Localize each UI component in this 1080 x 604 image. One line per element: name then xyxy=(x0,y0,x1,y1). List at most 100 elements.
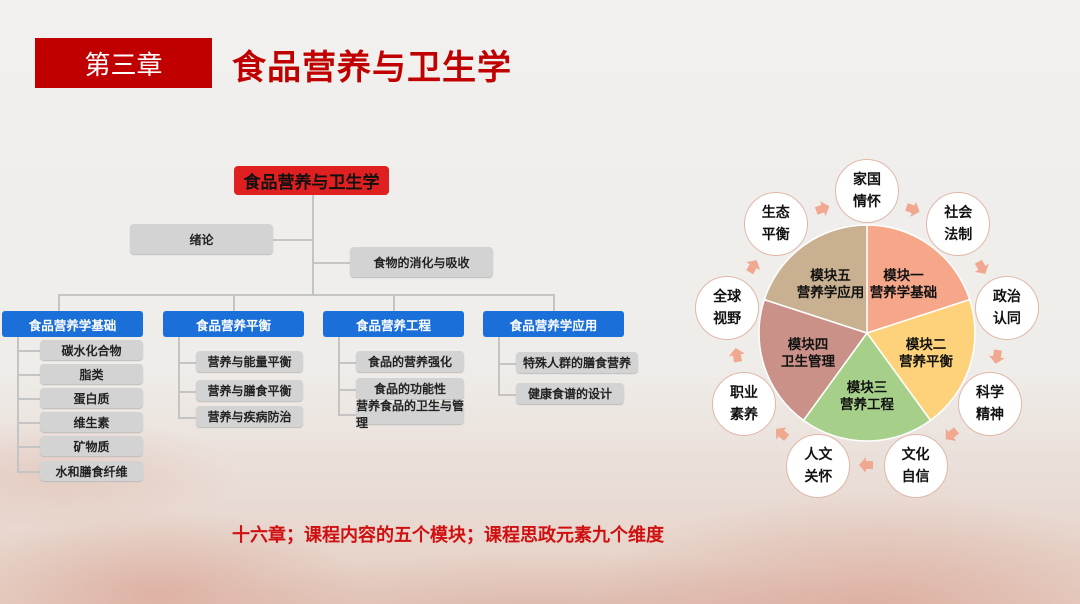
dimension-label: 科学 xyxy=(975,385,1004,401)
module-label: 模块三 xyxy=(847,379,888,396)
branch-nutrition-balance: 食品营养平衡 xyxy=(163,311,304,337)
arrow-icon xyxy=(945,427,960,441)
topic-item: 脂类 xyxy=(40,364,143,384)
org-intro: 绪论 xyxy=(130,224,273,254)
connector xyxy=(17,374,40,376)
branch-nutrition-engineering: 食品营养工程 xyxy=(323,311,464,337)
chapter-badge: 第三章 xyxy=(35,38,212,88)
arrow-icon xyxy=(988,349,1005,364)
dimension-circle: 科学精神 xyxy=(957,372,1022,436)
branch-nutrition-basics: 食品营养学基础 xyxy=(2,311,143,337)
connector xyxy=(233,294,235,311)
module-slice xyxy=(866,224,971,335)
arrow-icon xyxy=(776,427,790,442)
topic-item: 食品的功能性 xyxy=(356,378,464,399)
dimension-label: 视野 xyxy=(713,311,742,328)
dimension-circle: 人文关怀 xyxy=(786,434,851,499)
dimension-label: 全球 xyxy=(713,289,742,306)
connector xyxy=(17,471,40,473)
connector xyxy=(178,337,180,417)
connector xyxy=(312,195,314,296)
topic-item: 矿物质 xyxy=(40,436,143,456)
module-label: 卫生管理 xyxy=(781,353,835,370)
dimension-label: 精神 xyxy=(975,407,1004,423)
dimension-label: 关怀 xyxy=(804,469,833,486)
dimension-label: 社会 xyxy=(944,205,973,222)
dimension-label: 自信 xyxy=(901,469,930,486)
module-label: 模块五 xyxy=(810,267,851,284)
connector xyxy=(338,337,340,414)
topic-item: 碳水化合物 xyxy=(40,340,143,360)
topic-item: 营养与能量平衡 xyxy=(196,351,303,372)
connector xyxy=(178,390,196,393)
module-slice xyxy=(758,298,869,422)
dimension-circle: 政治认同 xyxy=(974,276,1039,341)
topic-item: 营养与疾病防治 xyxy=(196,406,303,427)
dimension-circle: 全球视野 xyxy=(695,276,760,341)
connector xyxy=(498,337,500,394)
module-label: 营养平衡 xyxy=(899,353,953,370)
dimension-label: 平衡 xyxy=(761,227,790,244)
dimension-circle: 文化自信 xyxy=(883,434,948,499)
arrow-icon xyxy=(859,457,873,473)
arrow-icon xyxy=(974,259,989,274)
module-label: 营养学应用 xyxy=(797,284,865,301)
module-slice xyxy=(763,224,868,335)
summary-note: 十六章；课程内容的五个模块；课程思政元素九个维度 xyxy=(232,525,664,546)
connector xyxy=(338,413,356,416)
connector xyxy=(58,294,60,311)
module-label: 营养工程 xyxy=(840,396,894,413)
module-slice xyxy=(802,331,932,442)
connector xyxy=(178,416,196,419)
org-digestion: 食物的消化与吸收 xyxy=(350,247,493,277)
topic-item: 特殊人群的膳食营养 xyxy=(516,352,638,373)
module-label: 模块一 xyxy=(883,267,924,284)
dimension-label: 认同 xyxy=(992,311,1021,328)
branch-nutrition-application: 食品营养学应用 xyxy=(483,311,624,337)
module-slice xyxy=(865,298,976,422)
dimension-label: 生态 xyxy=(761,205,790,222)
connector xyxy=(553,294,555,311)
connector xyxy=(338,361,356,364)
module-label: 模块四 xyxy=(788,336,829,353)
connector xyxy=(338,388,356,391)
connector xyxy=(17,337,19,471)
dimension-label: 情怀 xyxy=(853,194,881,210)
arrow-icon xyxy=(905,201,920,217)
dimension-label: 家国 xyxy=(853,172,881,188)
topic-item: 营养与膳食平衡 xyxy=(196,380,303,401)
module-label: 模块二 xyxy=(906,336,947,353)
connector xyxy=(273,239,313,241)
connector xyxy=(17,422,40,424)
arrow-icon xyxy=(746,260,761,275)
connector xyxy=(17,350,40,352)
dimension-label: 素养 xyxy=(730,407,759,423)
dimension-circle: 社会法制 xyxy=(926,192,991,257)
connector xyxy=(498,362,516,365)
connector xyxy=(498,393,516,396)
dimension-circle: 家国情怀 xyxy=(835,159,899,223)
org-root: 食品营养与卫生学 xyxy=(234,166,389,195)
dimension-circle: 生态平衡 xyxy=(743,192,808,257)
connector xyxy=(393,294,395,311)
dimension-circle: 职业素养 xyxy=(712,372,777,436)
page-title: 食品营养与卫生学 xyxy=(232,48,512,88)
topic-item: 水和膳食纤维 xyxy=(40,461,143,481)
dimension-label: 法制 xyxy=(944,227,973,244)
dimension-label: 职业 xyxy=(730,385,759,401)
arrow-icon xyxy=(728,348,745,363)
topic-item: 维生素 xyxy=(40,412,143,432)
topic-item: 健康食谱的设计 xyxy=(516,383,624,404)
connector xyxy=(178,361,196,364)
topic-item: 蛋白质 xyxy=(40,388,143,408)
arrow-icon xyxy=(814,201,830,217)
connector xyxy=(313,262,350,264)
connector xyxy=(58,294,554,296)
topic-item: 食品的营养强化 xyxy=(356,351,464,372)
connector xyxy=(17,398,40,400)
dimension-label: 人文 xyxy=(804,447,833,464)
module-label: 营养学基础 xyxy=(870,284,938,301)
connector xyxy=(17,446,40,448)
dimension-label: 政治 xyxy=(992,289,1021,306)
